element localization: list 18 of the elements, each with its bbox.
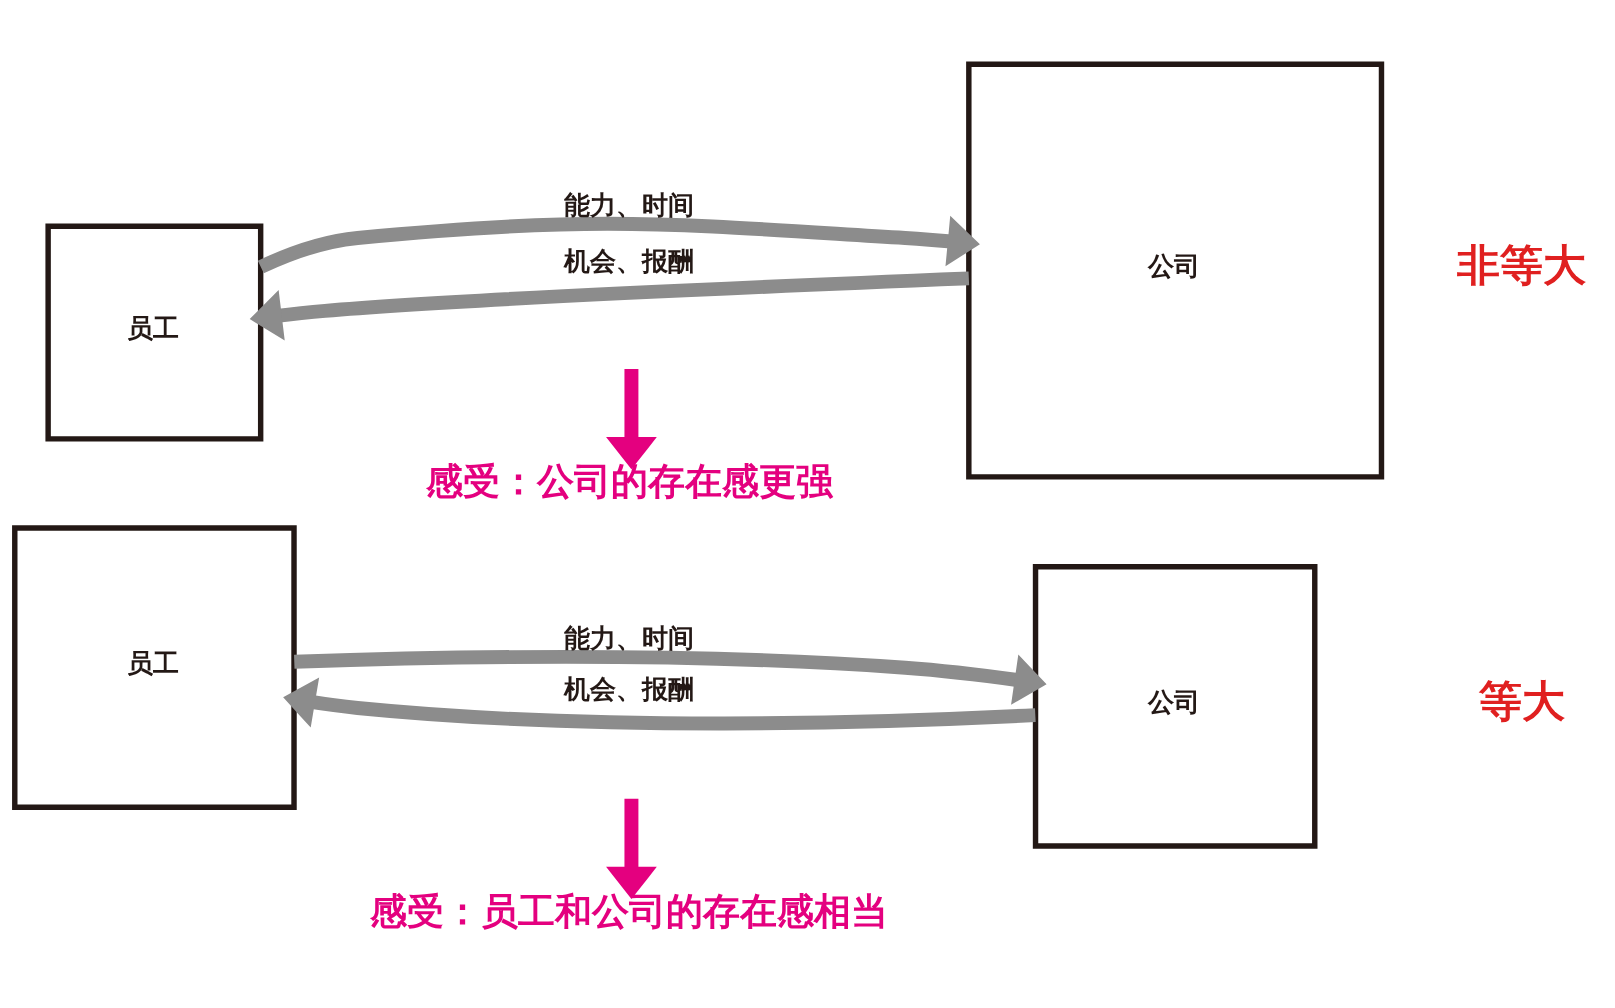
edge-label: 机会、报酬 [563,245,694,276]
label: 等大 [1479,675,1566,726]
edge-label: 机会、报酬 [563,674,694,705]
edge-label: 能力、时间 [563,622,694,653]
node-text: 感受：员工和公司的存在感相当 [370,888,889,933]
node-text: 感受：公司的存在感更强 [425,459,833,504]
node-box: 员工 [45,223,264,442]
label: 非等大 [1457,239,1587,290]
node-box: 公司 [966,61,1385,480]
arrow [257,215,980,274]
node-box: 公司 [1032,564,1318,849]
arrow [249,271,970,341]
arrow [606,798,657,900]
edge-label: 能力、时间 [563,190,694,221]
arrow [606,368,657,470]
arrow [294,650,1047,705]
arrow [283,677,1036,731]
node-box: 员工 [12,525,297,810]
